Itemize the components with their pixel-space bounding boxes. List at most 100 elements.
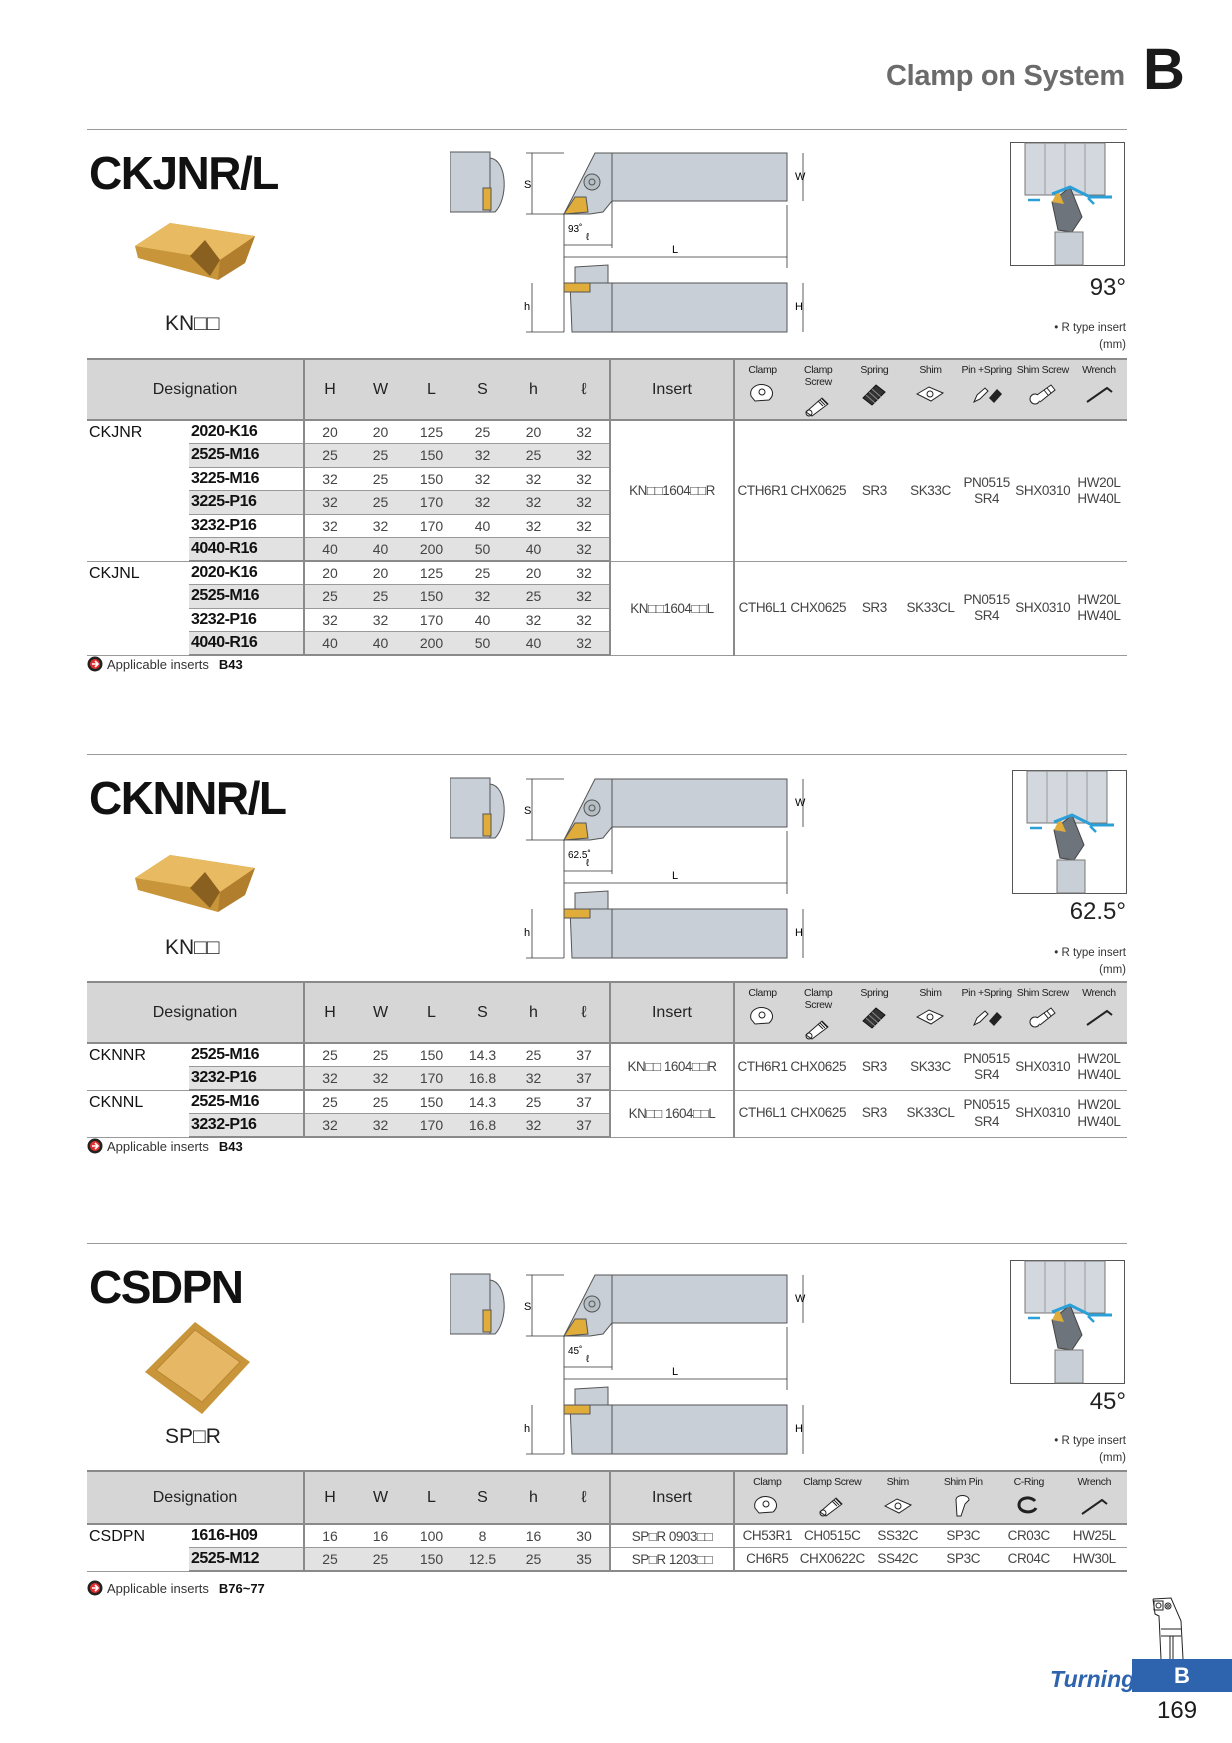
dim-value: 25 [508, 584, 559, 609]
model-name: CKJNR [87, 420, 189, 562]
applicable-inserts-ref[interactable]: B76~77 [218, 1580, 265, 1596]
wrench-icon [1086, 386, 1113, 403]
dim-label-W: W [795, 171, 806, 183]
dim-value: 40 [355, 631, 406, 656]
dim-value: 25 [303, 443, 355, 468]
part-header: Wrench [1070, 981, 1127, 1044]
dim-value: 150 [406, 467, 457, 491]
wrench-icon [1086, 1009, 1113, 1026]
part-code: CHX0625 [790, 1043, 846, 1091]
dim-header: ℓ [559, 358, 610, 421]
dim-value: 32 [508, 490, 559, 515]
dim-label-H: H [795, 1423, 803, 1435]
dim-value: 125 [406, 561, 457, 585]
part-header: Clamp Screw [799, 1470, 865, 1525]
dim-value: 150 [406, 584, 457, 609]
section-divider [87, 1243, 1127, 1244]
dim-value: 14.3 [457, 1043, 508, 1067]
dim-value: 32 [303, 490, 355, 515]
dim-label-S: S [524, 1301, 531, 1313]
r-type-note: • R type insert [1054, 947, 1126, 959]
dim-value: 37 [559, 1113, 610, 1138]
section-divider [87, 754, 1127, 755]
designation-code: 2525-M16 [189, 443, 304, 468]
designation-code: 3225-M16 [189, 467, 304, 491]
applicable-inserts-ref[interactable]: B43 [218, 1138, 243, 1154]
part-code: CH0515C [799, 1524, 865, 1548]
part-code: CHX0622C [799, 1547, 865, 1572]
wrench-icon [1081, 1498, 1108, 1515]
part-code: CH6R5 [733, 1547, 800, 1572]
dim-value: 20 [303, 561, 355, 585]
designation-code: 4040-R16 [189, 631, 304, 656]
side-view-holder [563, 264, 788, 333]
part-header-label: Clamp Screw [804, 364, 833, 388]
part-header-label: Clamp Screw [803, 1476, 862, 1488]
dim-label-L: L [672, 244, 678, 256]
part-code: CHX0625 [790, 561, 846, 656]
part-code: SP3C [930, 1524, 996, 1548]
insert-image [135, 855, 255, 912]
part-header-label: Wrench [1082, 364, 1116, 376]
diagram-angle-label: 45˚ [568, 1345, 582, 1357]
dim-value: 32 [559, 490, 610, 515]
shim-screw-icon [1029, 1007, 1056, 1028]
section-title: CSDPN [89, 1261, 244, 1313]
insert-code: KN□□1604□□R [609, 420, 734, 562]
model-name: CKNNR [87, 1043, 189, 1091]
footer-section-tab[interactable]: B [1132, 1659, 1232, 1692]
dim-value: 40 [508, 631, 559, 656]
cutting-direction-diagram [1010, 142, 1125, 266]
r-type-note: • R type insert [1054, 322, 1126, 334]
dim-value: 32 [559, 537, 610, 562]
applicable-inserts-ref[interactable]: B43 [218, 656, 243, 672]
unit-label: (mm) [1099, 339, 1126, 351]
dim-value: 16.8 [457, 1066, 508, 1091]
dim-value: 32 [508, 1113, 559, 1138]
dim-value: 20 [508, 561, 559, 585]
part-code: SR3 [846, 1043, 903, 1091]
part-code: SP3C [930, 1547, 996, 1572]
designation-code: 1616-H09 [189, 1524, 304, 1548]
diagram-angle-label: 93˚ [568, 223, 582, 235]
part-code: PN0515 SR4 [958, 1043, 1015, 1091]
dim-label-W: W [795, 1293, 806, 1305]
dim-label-h: h [524, 927, 530, 939]
part-header-label: C-Ring [1013, 1476, 1045, 1488]
dim-value: 32 [559, 514, 610, 538]
shim-icon [883, 1498, 912, 1514]
dim-value: 32 [508, 1066, 559, 1091]
turning-tool-icon [1151, 1596, 1191, 1665]
dim-value: 170 [406, 1113, 457, 1138]
clamp-icon [749, 384, 773, 402]
part-header: Spring [846, 358, 903, 421]
top-view-holder [563, 152, 788, 215]
dim-value: 40 [303, 537, 355, 562]
dim-value: 20 [508, 420, 559, 444]
dim-header: h [508, 358, 559, 421]
part-header-label: Shim [919, 987, 942, 999]
dim-label-l: ℓ [586, 858, 590, 869]
designation-header: Designation [87, 1470, 304, 1525]
cutting-direction-diagram [1012, 770, 1127, 894]
dim-value: 25 [303, 584, 355, 609]
insert-header: Insert [609, 981, 734, 1044]
part-header-label: Clamp [753, 1476, 782, 1488]
dim-label-H: H [795, 301, 803, 313]
part-header: Shim Pin [930, 1470, 996, 1525]
part-code: SHX0310 [1014, 420, 1071, 562]
dim-value: 40 [457, 514, 508, 538]
dim-header: h [508, 981, 559, 1044]
dim-value: 16 [303, 1524, 355, 1548]
part-header-label: Wrench [1077, 1476, 1112, 1488]
